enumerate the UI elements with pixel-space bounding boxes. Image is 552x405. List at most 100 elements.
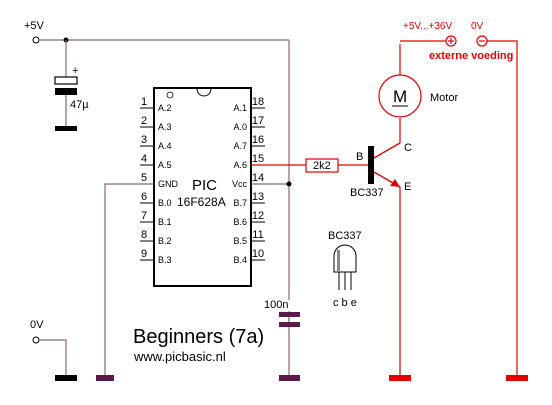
ground-symbol (279, 375, 300, 381)
pin-name: B.3 (158, 255, 172, 265)
pin-number: 14 (252, 172, 264, 184)
website-url: www.picbasic.nl (133, 349, 226, 364)
pin-number: 3 (141, 134, 147, 146)
transistor-collector (373, 142, 401, 159)
transistor-base-label: B (356, 151, 363, 163)
zero-v-label: 0V (30, 319, 44, 331)
pin-number: 16 (252, 134, 264, 146)
pin-name: B.7 (233, 198, 247, 208)
transistor-collector-label: C (404, 142, 412, 154)
motor-label: Motor (430, 92, 458, 104)
transistor-type-label: BC337 (350, 187, 384, 199)
cap-100n-label: 100n (264, 299, 288, 311)
pin-name: GND (158, 179, 179, 189)
pin-number: 15 (252, 153, 264, 165)
junction-dot (286, 181, 292, 187)
diagram-title: Beginners (7a) (133, 326, 264, 348)
chip-pin-17: 17A.0 (233, 115, 265, 132)
ext-range-label: +5V...+36V (403, 21, 452, 32)
resistor-label: 2k2 (313, 160, 331, 172)
supply-5v-terminal (32, 36, 40, 44)
pin-name: B.2 (158, 236, 172, 246)
pin-name: Vcc (232, 179, 248, 189)
pin-number: 8 (141, 229, 147, 241)
external-supply: +5V...+36V 0V externe voeding (400, 21, 528, 381)
pin-name: B.4 (233, 255, 247, 265)
pin-name: A.7 (233, 141, 247, 151)
pin-number: 18 (252, 96, 264, 108)
transistor-emitter-label: E (404, 181, 411, 193)
pin-number: 7 (141, 210, 147, 222)
gnd-wire (96, 183, 154, 381)
ground-symbol (55, 126, 77, 131)
ext-supply-label: externe voeding (429, 50, 513, 62)
pin-name: A.5 (158, 160, 172, 170)
pin-name: A.0 (233, 122, 247, 132)
pin-name: A.4 (158, 141, 172, 151)
capacitor-47u: + 47µ (54, 40, 89, 131)
motor-symbol: M (393, 87, 407, 106)
pin-name: A.6 (233, 160, 247, 170)
pin-name: A.2 (158, 103, 172, 113)
chip-model: 16F628A (177, 195, 226, 209)
base-drive: 2k2 B (251, 151, 370, 173)
pin-number: 12 (252, 210, 264, 222)
chip-pin-10: 10B.4 (233, 248, 265, 265)
pin-name: B.0 (158, 198, 172, 208)
chip-pin-12: 12B.6 (233, 210, 265, 227)
pin-number: 17 (252, 115, 264, 127)
pin-number: 6 (141, 191, 147, 203)
ext-zero-label: 0V (471, 21, 484, 32)
chip-pin-18: 18A.1 (233, 96, 265, 113)
pin-name: B.1 (158, 217, 172, 227)
ground-symbol (506, 375, 528, 381)
pin-number: 10 (252, 248, 264, 260)
chip-pin-16: 16A.7 (233, 134, 265, 151)
pin-name: B.5 (233, 236, 247, 246)
pin-number: 2 (141, 115, 147, 127)
pin-number: 5 (141, 172, 147, 184)
chip-pin-13: 13B.7 (233, 191, 265, 208)
emitter-arrow (390, 179, 400, 187)
motor-circle (378, 74, 422, 118)
cap-value-label: 47µ (70, 99, 89, 111)
pin-number: 9 (141, 248, 147, 260)
pin-name: B.6 (233, 217, 247, 227)
capacitor-plate-positive (54, 76, 78, 85)
pin-number: 1 (141, 96, 147, 108)
cap-plus-label: + (72, 65, 78, 77)
chip-pin-11: 11B.5 (233, 229, 265, 246)
ground-symbol (55, 375, 77, 381)
supply-5v-label: +5V (24, 20, 45, 32)
chip-name: PIC (192, 177, 217, 194)
transistor-bc337: C E BC337 (350, 118, 412, 381)
ground-symbol (389, 375, 411, 381)
zero-v-terminal-circle (32, 336, 40, 344)
capacitor-plate (279, 312, 300, 317)
pin-name: A.3 (158, 122, 172, 132)
pin-number: 4 (141, 153, 147, 165)
bc337-pinout: BC337 c b e (328, 230, 362, 309)
vcc-wire (251, 181, 292, 187)
transistor-base-bar (368, 146, 374, 184)
zero-v-terminal: 0V (30, 319, 77, 381)
pinout-legs: c b e (333, 297, 357, 309)
capacitor-plate (279, 322, 300, 327)
pin-number: 13 (252, 191, 264, 203)
chip-notch (196, 88, 212, 97)
pin-name: A.1 (233, 103, 247, 113)
capacitor-100n: 100n (264, 299, 300, 381)
pinout-title: BC337 (328, 230, 362, 242)
